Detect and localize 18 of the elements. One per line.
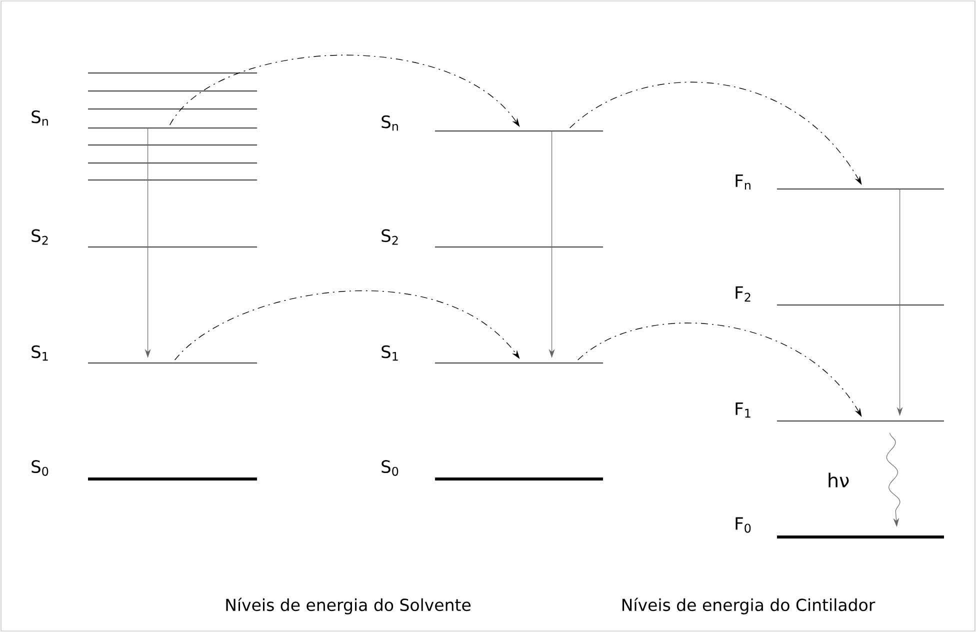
level-label: S$_{1}$ [382,345,398,361]
axis-caption: Níveis de energia do Cintilador [622,598,876,614]
level-label: S$_{2}$ [382,229,398,245]
edge-label: hν [828,472,849,488]
level-label: F$_{n}$ [736,174,750,190]
level-label: F$_{0}$ [736,517,751,533]
level-label: S$_{1}$ [32,345,48,361]
energy-level [88,478,257,480]
level-label: S$_{n}$ [32,110,48,126]
energy-level [777,536,944,538]
level-label: S$_{0}$ [32,460,48,476]
level-label: S$_{0}$ [382,460,398,476]
level-label: F$_{2}$ [736,286,750,302]
axis-caption: Níveis de energia do Solvente [226,598,471,614]
level-label: S$_{2}$ [32,229,48,245]
level-label: F$_{1}$ [736,402,750,418]
level-label: S$_{n}$ [382,115,398,131]
energy-level [435,478,603,480]
